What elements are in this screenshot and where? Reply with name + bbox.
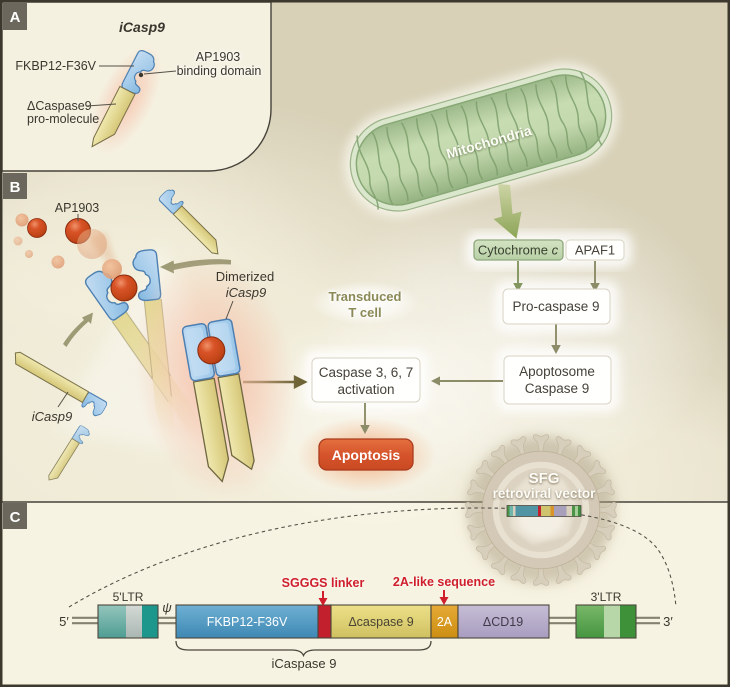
svg-text:iCasp9: iCasp9: [119, 19, 165, 35]
svg-text:retroviral vector: retroviral vector: [493, 486, 597, 501]
svg-text:SFG: SFG: [529, 470, 560, 487]
svg-text:T cell: T cell: [348, 305, 381, 320]
svg-text:3'LTR: 3'LTR: [591, 590, 622, 604]
svg-text:AP1903: AP1903: [55, 201, 100, 215]
svg-text:Pro-caspase 9: Pro-caspase 9: [512, 299, 599, 314]
svg-text:2A-like sequence: 2A-like sequence: [393, 575, 495, 589]
svg-text:2A: 2A: [437, 615, 453, 629]
svg-text:activation: activation: [337, 382, 394, 397]
svg-text:ΔCaspase9: ΔCaspase9: [27, 99, 92, 113]
svg-text:Apoptosome: Apoptosome: [519, 364, 595, 379]
svg-text:C: C: [10, 509, 21, 526]
svg-text:SGGGS linker: SGGGS linker: [282, 576, 365, 590]
svg-text:ψ: ψ: [162, 600, 172, 615]
svg-text:Dimerized: Dimerized: [216, 269, 275, 284]
svg-text:FKBP12-F36V: FKBP12-F36V: [15, 59, 96, 73]
svg-text:Transduced: Transduced: [329, 289, 402, 304]
svg-text:Apoptosis: Apoptosis: [332, 447, 401, 463]
svg-text:pro-molecule: pro-molecule: [27, 112, 99, 126]
svg-text:binding domain: binding domain: [177, 64, 262, 78]
svg-text:iCaspase 9: iCaspase 9: [271, 656, 336, 671]
svg-text:5′: 5′: [59, 614, 69, 629]
svg-text:iCasp9: iCasp9: [32, 409, 72, 424]
svg-text:Caspase 3, 6, 7: Caspase 3, 6, 7: [319, 365, 414, 380]
svg-text:ΔCD19: ΔCD19: [483, 615, 523, 629]
svg-text:A: A: [10, 9, 21, 26]
svg-text:Δcaspase 9: Δcaspase 9: [348, 615, 413, 629]
svg-text:Cytochrome c: Cytochrome c: [478, 243, 559, 258]
svg-text:3′: 3′: [663, 614, 673, 629]
svg-text:FKBP12-F36V: FKBP12-F36V: [207, 615, 288, 629]
svg-text:APAF1: APAF1: [575, 243, 615, 258]
svg-text:5'LTR: 5'LTR: [113, 590, 144, 604]
svg-text:B: B: [10, 179, 21, 196]
svg-text:AP1903: AP1903: [196, 50, 241, 64]
svg-text:iCasp9: iCasp9: [226, 285, 266, 300]
svg-text:Caspase 9: Caspase 9: [525, 381, 590, 396]
